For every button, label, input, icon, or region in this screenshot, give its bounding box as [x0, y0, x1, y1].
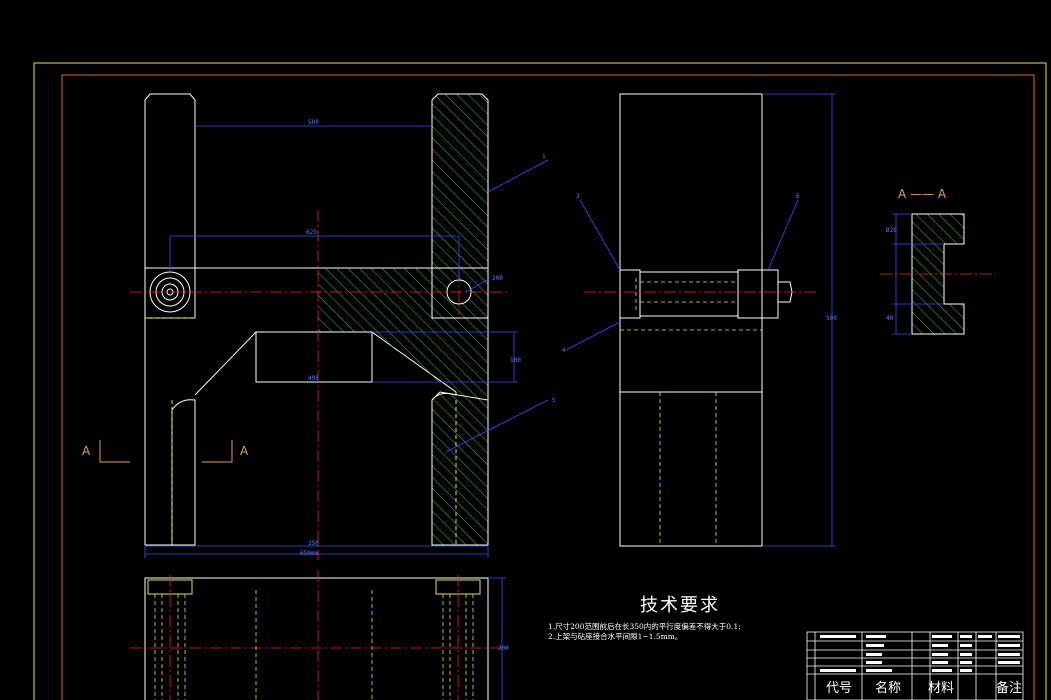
bottom-view: [144, 577, 489, 700]
balloon-3: 3: [576, 193, 580, 200]
bottom-centerlines: [130, 570, 510, 700]
tech-requirements-notes: 1.尺寸200范围前后在长350内的平行度偏差不得大于0.1; 2.上架与砧座接…: [548, 622, 818, 642]
inner-border: [61, 74, 1035, 700]
balloon-5: 5: [552, 397, 556, 404]
bottom-dimensions: [488, 577, 506, 700]
dim-centers: 625: [306, 229, 317, 236]
balloon-1: 1: [542, 153, 546, 160]
outer-frame: [33, 62, 1047, 700]
tb-header-name: 名称: [875, 680, 901, 696]
side-hidden: [620, 278, 762, 546]
tb-header-code: 代号: [826, 681, 852, 696]
dim-hole: 200: [492, 275, 503, 282]
tech-note-2: 2.上架与砧座接合水平间隙1~1.5mm。: [548, 632, 683, 641]
dim-top: 500: [308, 119, 319, 126]
balloon-4: 4: [562, 347, 566, 354]
side-dimensions: [565, 93, 836, 547]
tb-header-remarks: 备注: [996, 680, 1022, 696]
hatched-body: [318, 268, 488, 400]
front-view: [144, 93, 489, 546]
section-mark-right: A: [240, 444, 249, 458]
section-title: A —— A: [898, 187, 947, 201]
front-dimensions: [144, 125, 549, 558]
dim-sec-1: Ø20: [886, 227, 897, 234]
section-marks: [99, 440, 233, 463]
dim-bottom-side: 200: [498, 645, 509, 652]
section-mark-left: A: [82, 444, 91, 458]
bottom-hidden: [154, 590, 474, 700]
dim-sec-2: 40: [886, 315, 894, 322]
dim-side-height: 500: [826, 315, 837, 322]
balloon-6: 6: [796, 193, 800, 200]
title-block: [806, 631, 1024, 700]
side-view: [619, 93, 793, 547]
dim-bottom2: 650mm: [300, 550, 318, 557]
dim-bottom1: 350: [308, 540, 319, 547]
tb-header-material: 材料: [928, 681, 954, 696]
tech-requirements-title: 技术要求: [640, 595, 720, 616]
dim-window: 490: [308, 375, 319, 382]
title-block-rows: [820, 635, 1020, 672]
dim-height: 100: [510, 357, 521, 364]
hatched-column: [431, 93, 489, 269]
tech-note-1: 1.尺寸200范围前后在长350内的平行度偏差不得大于0.1;: [548, 622, 741, 631]
